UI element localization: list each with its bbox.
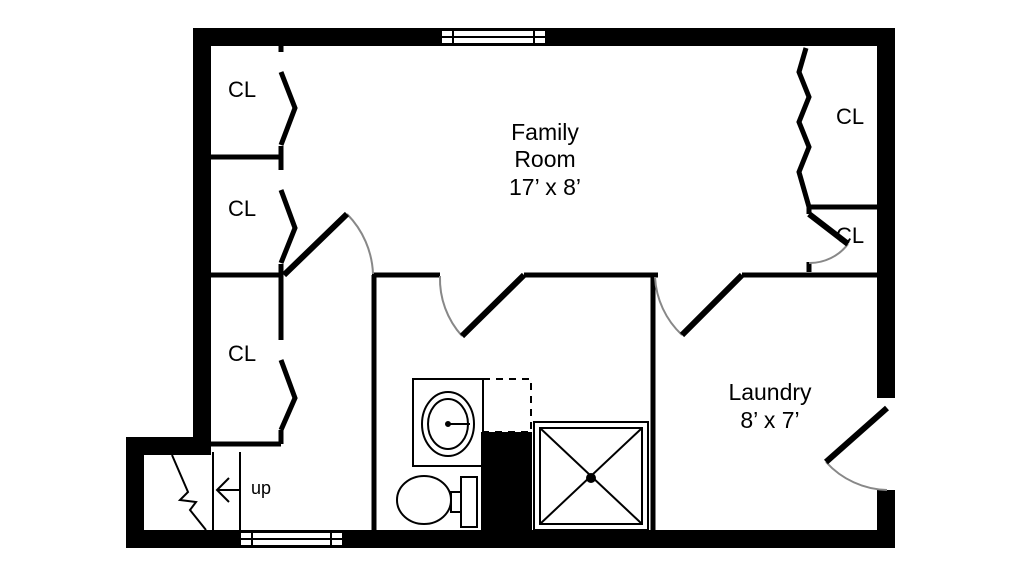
exterior-walls [126, 28, 895, 548]
closet-label-left-top: CL [228, 77, 256, 102]
closet-label-right-small: CL [836, 223, 864, 248]
wall-block [481, 432, 532, 532]
shower [533, 421, 649, 531]
door-swing-arcs [346, 213, 888, 491]
closet-label-right-top: CL [836, 104, 864, 129]
window-bottom [239, 531, 344, 547]
closet-label-left-middle: CL [228, 196, 256, 221]
interior-walls [211, 44, 879, 532]
family-room-name-line1: Family [511, 119, 579, 145]
closet-label-left-bottom: CL [228, 341, 256, 366]
toilet [396, 475, 478, 528]
door-leaves [281, 211, 889, 465]
bifold-doors [278, 47, 812, 432]
laundry-dimensions: 8’ x 7’ [740, 407, 799, 433]
stairs [171, 452, 241, 531]
sink-vanity [412, 378, 532, 467]
window-top [440, 29, 547, 45]
stairs-up-label: up [251, 478, 271, 498]
family-room-dimensions: 17’ x 8’ [509, 174, 581, 200]
family-room-name-line2: Room [514, 146, 575, 172]
laundry-name: Laundry [728, 379, 812, 405]
room-labels: CL CL CL CL CL Family Room 17’ x 8’ Laun… [228, 77, 864, 498]
